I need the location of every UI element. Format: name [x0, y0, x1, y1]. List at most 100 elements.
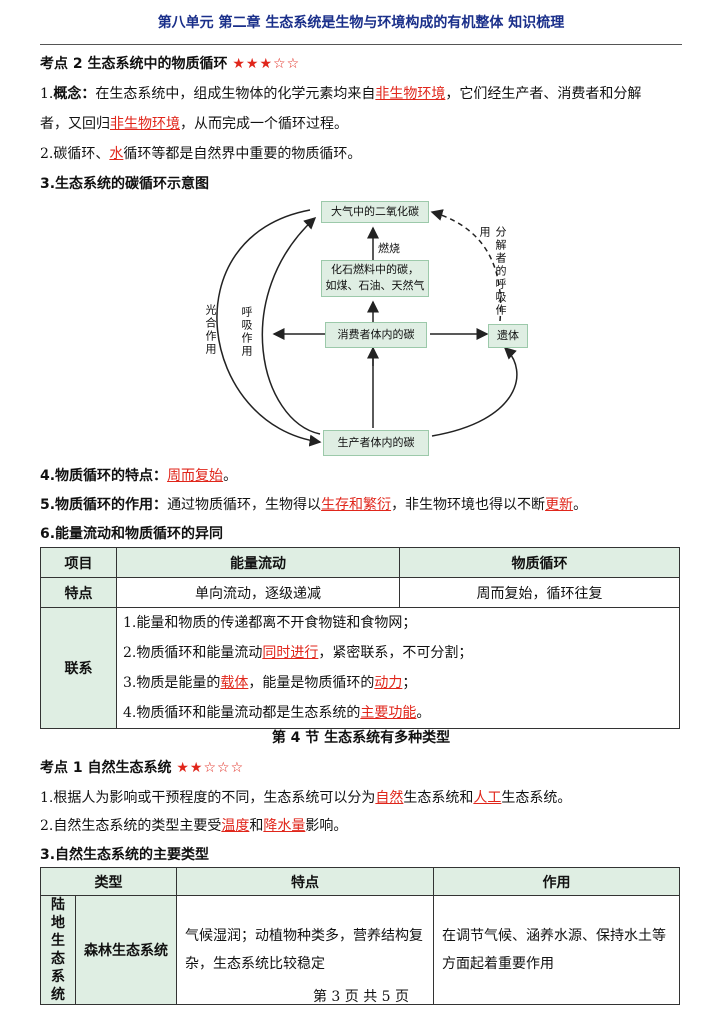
text: 2.碳循环、: [40, 146, 110, 162]
keyword: 非生物环境: [375, 86, 446, 102]
text: 。: [416, 705, 431, 721]
table-row: 陆地生态系统 森林生态系统 气候湿润；动植物种类多，营养结构复杂，生态系统比较稳…: [40, 895, 680, 1005]
comparison-table: 项目 能量流动 物质循环 特点 单向流动，逐级递减 周而复始，循环往复 联系 1…: [40, 547, 680, 729]
item-number: 1.: [40, 86, 54, 102]
type-cell: 森林生态系统: [75, 895, 177, 1005]
text: ，从而完成一个循环过程。: [180, 116, 348, 132]
row-label: 特点: [40, 577, 117, 608]
link-item: 2.物质循环和能量流动同时进行，紧密联系，不可分割；: [123, 638, 673, 668]
kp2-heading: 考点 2 生态系统中的物质循环 ★★★☆☆: [40, 54, 690, 74]
header-cell: 作用: [433, 867, 680, 896]
page-header: 第八单元 第二章 生态系统是生物与环境构成的有机整体 知识梳理: [157, 15, 565, 31]
keyword: 动力: [374, 675, 403, 691]
text: 通过物质循环，生物得以: [167, 497, 322, 513]
text: 。: [573, 497, 588, 513]
header-cell: 能量流动: [116, 547, 400, 578]
kp1-heading: 考点 1 自然生态系统 ★★☆☆☆: [40, 758, 690, 778]
table-cell: 1.能量和物质的传递都离不开食物链和食物网； 2.物质循环和能量流动同时进行，紧…: [116, 607, 680, 729]
table-row: 特点 单向流动，逐级递减 周而复始，循环往复: [40, 577, 680, 608]
text: ；: [402, 675, 417, 691]
ecosystem-types-table: 类型 特点 作用 陆地生态系统 森林生态系统 气候湿润；动植物种类多，营养结构复…: [40, 867, 680, 1005]
comparison-heading: 6.能量流动和物质循环的异同: [40, 526, 224, 542]
cycles-line: 2.碳循环、水循环等都是自然界中重要的物质循环。: [40, 144, 690, 164]
text: 生态系统。: [501, 790, 572, 806]
producer-to-remains-arrow: [431, 346, 518, 437]
remains-box: 遗体: [488, 324, 528, 348]
link-item: 1.能量和物质的传递都离不开食物链和食物网；: [123, 615, 417, 631]
text: ，非生物环境也得以不断: [391, 497, 546, 513]
kp1-stars: ★★☆☆☆: [176, 760, 245, 776]
classification-line: 1.根据人为影响或干预程度的不同，生态系统可以分为自然生态系统和人工生态系统。: [40, 788, 690, 808]
concept-line-2: 者，又回归非生物环境，从而完成一个循环过程。: [40, 114, 690, 134]
diagram-heading: 3.生态系统的碳循环示意图: [40, 176, 210, 192]
text: 循环等都是自然界中重要的物质循环。: [123, 146, 362, 162]
keyword: 非生物环境: [110, 116, 180, 132]
text: ，它们经生产者、消费者和分解: [445, 86, 642, 102]
feature-label: 4.物质循环的特点：: [40, 468, 168, 484]
section-title: 第 4 节 生态系统有多种类型: [271, 730, 451, 746]
role-cell: 在调节气候、涵养水源、保持水土等方面起着重要作用: [433, 895, 680, 1005]
feature-line: 4.物质循环的特点：周而复始。: [40, 466, 690, 486]
table-cell: 单向流动，逐级递减: [116, 577, 400, 608]
respiration-label: 呼吸作用: [240, 306, 253, 358]
producer-respiration-arrow: [261, 216, 321, 435]
producer-box: 生产者体内的碳: [323, 430, 429, 456]
function-label: 5.物质循环的作用：: [40, 497, 168, 513]
factors-line: 2.自然生态系统的类型主要受温度和降水量影响。: [40, 816, 690, 836]
photosynthesis-label: 光合作用: [204, 304, 217, 356]
text: ，紧密联系，不可分割；: [318, 645, 473, 661]
kp1-title: 考点 1 自然生态系统: [40, 760, 172, 776]
fossil-line-2: 如煤、石油、天然气: [325, 279, 425, 292]
feature-cell: 气候湿润；动植物种类多，营养结构复杂，生态系统比较稳定: [176, 895, 434, 1005]
page-footer: 第 3 页 共 5 页: [312, 989, 410, 1005]
keyword: 周而复始: [167, 468, 224, 484]
text: 3.物质是能量的: [123, 675, 221, 691]
table-header-row: 项目 能量流动 物质循环: [40, 547, 680, 578]
keyword: 生存和繁衍: [321, 497, 392, 513]
text: 生态系统和: [403, 790, 474, 806]
row-label: 联系: [40, 607, 117, 729]
kp2-stars: ★★★☆☆: [232, 56, 301, 72]
header-cell: 类型: [40, 867, 177, 896]
consumer-box: 消费者体内的碳: [325, 322, 427, 348]
text: 4.物质循环和能量流动都是生态系统的: [123, 705, 361, 721]
table-cell: 周而复始，循环往复: [399, 577, 680, 608]
text: 者，又回归: [40, 116, 110, 132]
fossil-line-1: 化石燃料中的碳，: [331, 263, 419, 276]
keyword: 主要功能: [360, 705, 417, 721]
function-line: 5.物质循环的作用：通过物质循环，生物得以生存和繁衍，非生物环境也得以不断更新。: [40, 495, 690, 515]
link-item: 4.物质循环和能量流动都是生态系统的主要功能。: [123, 698, 673, 728]
concept-line-1: 1.概念：在生态系统中，组成生物体的化学元素均来自非生物环境，它们经生产者、消费…: [40, 84, 690, 104]
keyword: 同时进行: [262, 645, 319, 661]
text: 影响。: [305, 818, 348, 834]
keyword: 降水量: [263, 818, 306, 834]
text: 在生态系统中，组成生物体的化学元素均来自: [95, 86, 376, 102]
fossil-box: 化石燃料中的碳， 如煤、石油、天然气: [321, 260, 429, 297]
text: 。: [223, 468, 238, 484]
concept-label: 概念：: [53, 86, 96, 102]
keyword: 更新: [545, 497, 574, 513]
types-heading: 3.自然生态系统的主要类型: [40, 847, 210, 863]
kp2-title: 考点 2 生态系统中的物质循环: [40, 56, 228, 72]
text: 2.自然生态系统的类型主要受: [40, 818, 222, 834]
header-divider: [40, 44, 682, 45]
keyword: 温度: [221, 818, 250, 834]
header-cell: 物质循环: [399, 547, 680, 578]
decomposer-respiration-arrow: [430, 209, 502, 322]
table-header-row: 类型 特点 作用: [40, 867, 680, 896]
text: 2.物质循环和能量流动: [123, 645, 263, 661]
text: ，能量是物质循环的: [248, 675, 375, 691]
table-row: 联系 1.能量和物质的传递都离不开食物链和食物网； 2.物质循环和能量流动同时进…: [40, 607, 680, 729]
carbon-cycle-diagram: [216, 209, 518, 447]
text: 1.根据人为影响或干预程度的不同，生态系统可以分为: [40, 790, 376, 806]
header-cell: 特点: [176, 867, 434, 896]
group-cell: 陆地生态系统: [40, 895, 76, 1005]
keyword: 自然: [375, 790, 404, 806]
keyword: 人工: [473, 790, 502, 806]
link-item: 3.物质是能量的载体，能量是物质循环的动力；: [123, 668, 673, 698]
text: 和: [249, 818, 264, 834]
header-cell: 项目: [40, 547, 117, 578]
burning-label: 燃烧: [378, 242, 400, 255]
photosynthesis-arrow: [216, 209, 322, 447]
decomposer-label: 分解者的呼吸作用: [478, 226, 507, 317]
